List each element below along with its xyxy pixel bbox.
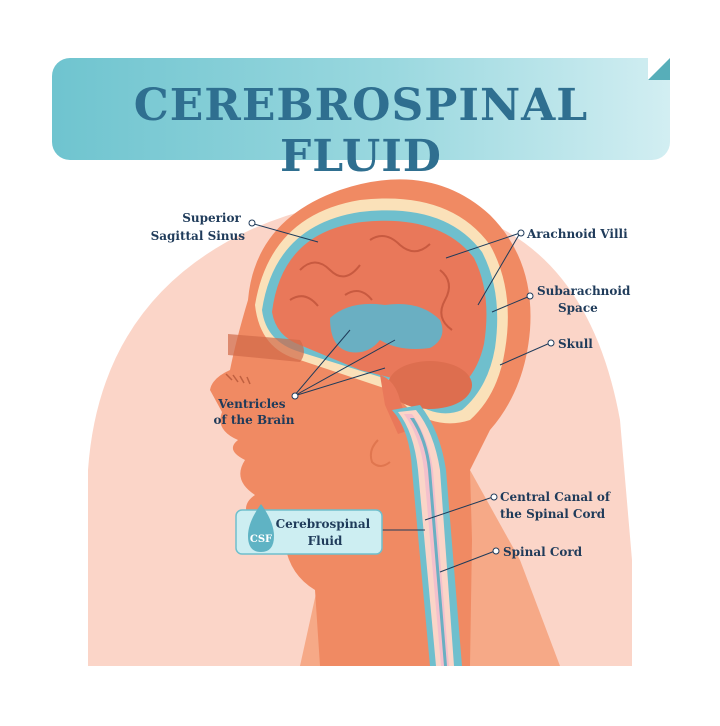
ventricles [330, 303, 443, 353]
label-arachnoid-villi: Arachnoid Villi [526, 227, 628, 241]
leader-dots [248, 219, 555, 555]
ear [369, 439, 391, 467]
label-ventricles: Ventricles of the Brain [214, 397, 295, 427]
csf-legend-text: Cerebrospinal Fluid [276, 517, 375, 548]
banner-fold-corner [648, 58, 670, 80]
eye-shadow [228, 334, 304, 362]
eyelashes [225, 373, 251, 385]
label-skull: Skull [558, 337, 593, 351]
diagram-title: CEREBROSPINAL FLUID [133, 80, 589, 182]
leader-lines [253, 223, 551, 573]
label-spinal-cord: Spinal Cord [503, 545, 583, 559]
label-superior-sagittal-sinus: Superior Sagittal Sinus [151, 211, 246, 243]
label-central-canal: Central Canal of the Spinal Cord [500, 490, 614, 521]
label-subarachnoid-space: Subarachnoid Space [537, 284, 635, 315]
drop-icon [248, 504, 274, 552]
csf-legend: CSF Cerebrospinal Fluid [235, 504, 383, 555]
spinal-column [392, 405, 462, 666]
cerebellum [388, 361, 472, 409]
csf-badge: CSF [250, 534, 272, 545]
title-banner [52, 58, 670, 160]
